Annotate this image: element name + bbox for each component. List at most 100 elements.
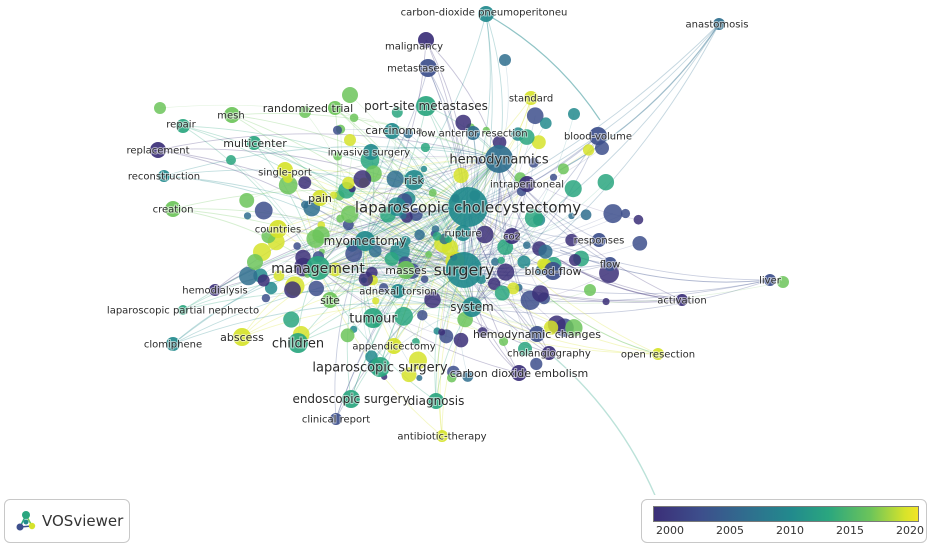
cluster-node[interactable]	[342, 176, 355, 190]
term-label[interactable]: open resection	[620, 349, 696, 362]
term-label[interactable]: risk	[403, 173, 425, 188]
term-label[interactable]: anastomosis	[685, 19, 750, 32]
term-node[interactable]	[446, 252, 482, 288]
term-label[interactable]: hemodialysis	[181, 285, 249, 298]
term-label[interactable]: clomiphene	[143, 339, 203, 352]
term-node[interactable]	[370, 357, 390, 377]
term-label[interactable]: low anterior resection	[417, 128, 528, 141]
cluster-node[interactable]	[257, 274, 270, 287]
cluster-node[interactable]	[620, 208, 631, 219]
cluster-node[interactable]	[528, 157, 539, 168]
cluster-node[interactable]	[494, 285, 510, 301]
term-node[interactable]	[391, 284, 405, 298]
term-label[interactable]: rupture	[443, 228, 482, 241]
term-label[interactable]: single-port	[257, 167, 313, 180]
cluster-node[interactable]	[264, 281, 278, 295]
term-node[interactable]	[603, 257, 617, 271]
term-node[interactable]	[342, 390, 360, 408]
term-node[interactable]	[478, 6, 494, 22]
cluster-node[interactable]	[295, 249, 311, 266]
cluster-node[interactable]	[518, 129, 535, 145]
term-node[interactable]	[589, 127, 607, 145]
term-node[interactable]	[529, 326, 545, 342]
term-label[interactable]: appendicectomy	[351, 341, 436, 354]
term-node[interactable]	[511, 365, 527, 381]
term-node[interactable]	[764, 274, 776, 286]
cluster-node[interactable]	[444, 235, 453, 243]
term-node[interactable]	[397, 261, 415, 279]
cluster-node[interactable]	[273, 270, 285, 282]
term-label[interactable]: activation	[656, 295, 708, 308]
cluster-node[interactable]	[477, 327, 488, 338]
cluster-node[interactable]	[226, 155, 236, 165]
term-node[interactable]	[233, 328, 251, 346]
cluster-node[interactable]	[517, 255, 531, 269]
cluster-node[interactable]	[353, 170, 372, 189]
cluster-node[interactable]	[340, 328, 355, 343]
cluster-node[interactable]	[475, 157, 483, 165]
cluster-node[interactable]	[409, 208, 423, 222]
cluster-node[interactable]	[394, 307, 413, 326]
term-node[interactable]	[386, 338, 402, 354]
term-node[interactable]	[416, 96, 436, 116]
cluster-node[interactable]	[420, 165, 428, 173]
term-label[interactable]: invasive surgery	[327, 147, 411, 160]
term-label[interactable]: blood-flow	[523, 264, 582, 279]
cluster-node[interactable]	[524, 208, 544, 228]
cluster-node[interactable]	[507, 282, 520, 295]
cluster-node[interactable]	[349, 113, 359, 123]
term-label[interactable]: site	[319, 293, 341, 308]
network-map[interactable]: carbon-dioxide pneumoperitoneu anastomosi…	[0, 0, 934, 495]
term-label[interactable]: masses	[384, 263, 428, 278]
cluster-node[interactable]	[438, 328, 446, 336]
cluster-node[interactable]	[372, 297, 380, 305]
term-node[interactable]	[363, 144, 379, 160]
term-node[interactable]	[652, 348, 664, 360]
term-label[interactable]: hemodynamic changes	[472, 327, 602, 342]
term-node[interactable]	[288, 333, 308, 353]
term-node[interactable]	[165, 201, 181, 217]
cluster-node[interactable]	[453, 332, 469, 348]
term-label[interactable]: clinical report	[301, 414, 371, 427]
cluster-node[interactable]	[777, 276, 789, 288]
cluster-node[interactable]	[565, 319, 583, 337]
cluster-node[interactable]	[564, 180, 582, 198]
cluster-node[interactable]	[582, 144, 595, 156]
term-node[interactable]	[306, 256, 330, 280]
cluster-node[interactable]	[568, 212, 575, 220]
term-node[interactable]	[269, 220, 287, 238]
cluster-node[interactable]	[420, 275, 429, 284]
term-node[interactable]	[209, 284, 221, 296]
cluster-node[interactable]	[453, 167, 469, 184]
term-label[interactable]: cholangiography	[506, 348, 592, 361]
term-label[interactable]: repair	[165, 119, 197, 132]
cluster-node[interactable]	[386, 170, 404, 188]
term-label[interactable]: countries	[254, 224, 302, 237]
term-label[interactable]: intraperitoneal	[489, 179, 565, 192]
term-node[interactable]	[178, 305, 188, 315]
term-label[interactable]: hemodynamics	[448, 152, 549, 169]
cluster-node[interactable]	[378, 283, 389, 293]
cluster-node[interactable]	[342, 87, 358, 103]
cluster-node[interactable]	[462, 370, 474, 382]
cluster-node[interactable]	[341, 205, 359, 223]
cluster-node[interactable]	[491, 257, 500, 266]
term-label[interactable]: carbon-dioxide pneumoperitoneu	[400, 7, 569, 20]
cluster-node[interactable]	[498, 336, 509, 347]
term-node[interactable]	[277, 162, 293, 178]
cluster-node[interactable]	[518, 341, 533, 356]
cluster-node[interactable]	[411, 338, 420, 346]
cluster-node[interactable]	[299, 106, 311, 118]
cluster-node[interactable]	[565, 233, 578, 247]
term-node[interactable]	[363, 308, 383, 328]
term-node[interactable]	[713, 18, 725, 30]
cluster-node[interactable]	[283, 311, 300, 328]
cluster-node[interactable]	[447, 373, 457, 383]
cluster-node[interactable]	[425, 251, 433, 258]
cluster-node[interactable]	[543, 320, 559, 335]
term-label[interactable]: mesh	[216, 110, 245, 123]
term-node[interactable]	[544, 262, 562, 280]
cluster-node[interactable]	[568, 108, 580, 120]
cluster-node[interactable]	[420, 142, 431, 153]
cluster-node[interactable]	[432, 231, 442, 241]
